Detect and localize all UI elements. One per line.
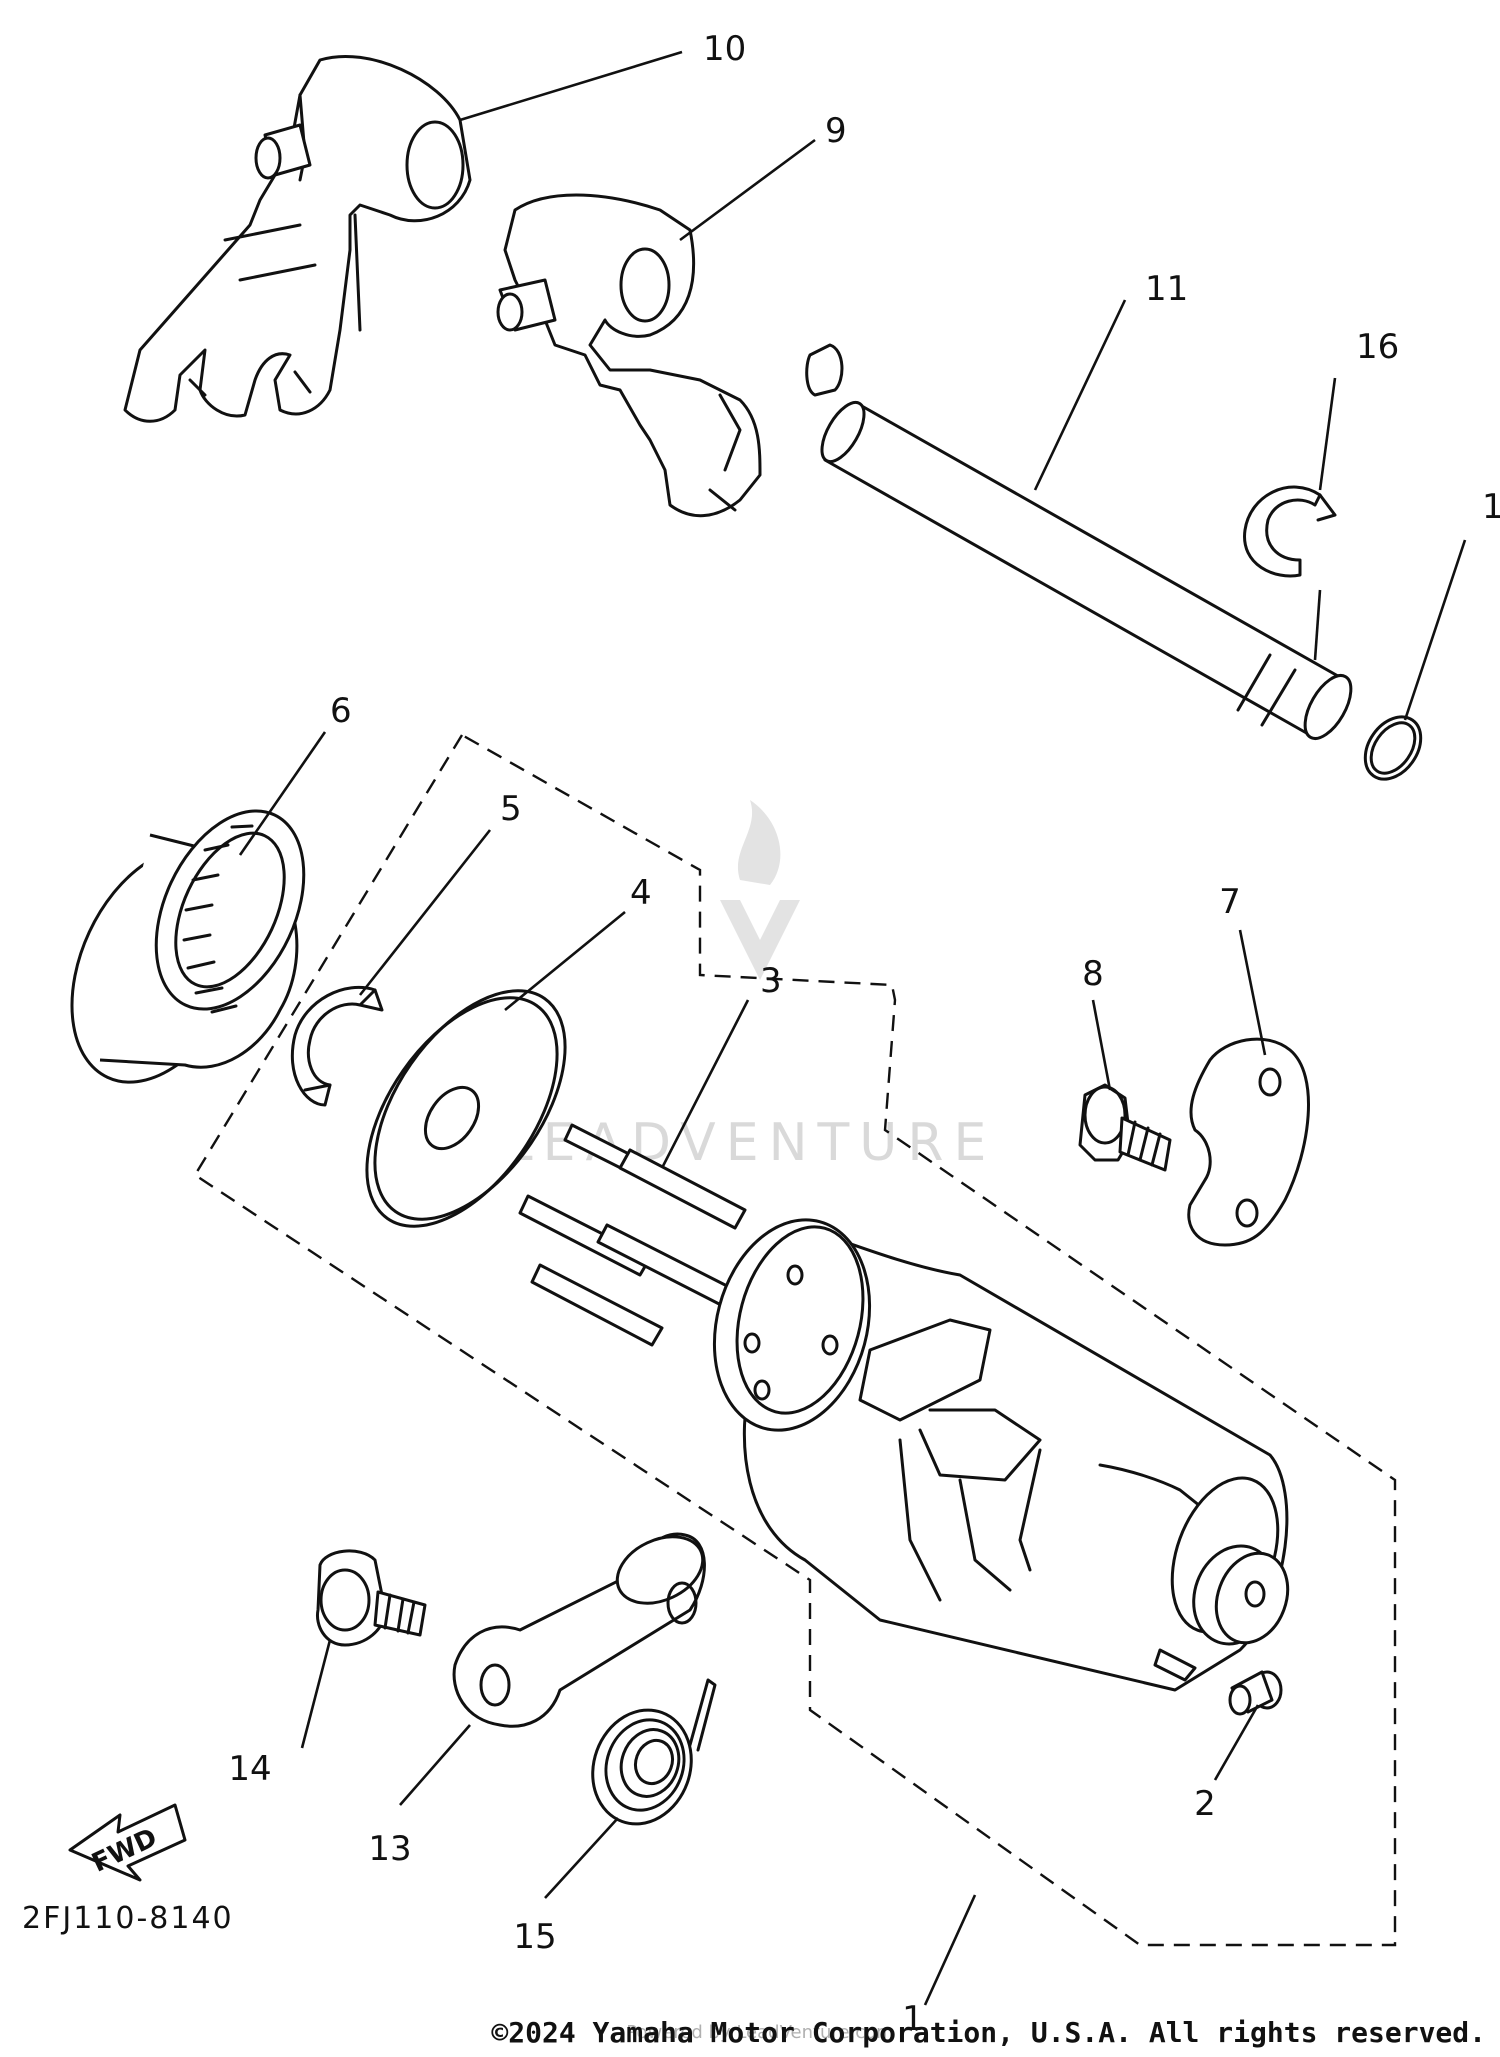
callout-labels: 10 9 11 16 12 6 5 4 3 8 7 2 14 13 15 1 [228, 29, 1500, 2039]
callout-6: 6 [330, 691, 352, 731]
shift-fork-10 [123, 55, 472, 423]
bearing-6 [70, 809, 306, 1084]
circlip-16 [1243, 485, 1337, 578]
pins-3 [518, 1123, 747, 1347]
callout-15: 15 [513, 1917, 556, 1957]
callout-12: 12 [1482, 487, 1500, 527]
callout-2: 2 [1194, 1784, 1216, 1824]
washer-4 [365, 989, 567, 1228]
watermark-powered-by: Powered by LeadVenture.com [626, 2022, 893, 2043]
callout-5: 5 [500, 789, 522, 829]
pin-2 [1228, 1670, 1283, 1716]
lever-13 [452, 1532, 706, 1728]
bolt-14 [315, 1549, 427, 1647]
callout-8: 8 [1082, 954, 1104, 994]
callout-4: 4 [630, 873, 652, 913]
diagram-code: 2FJ110-8140 [22, 1901, 234, 1936]
shift-fork-9 [496, 193, 844, 518]
callout-3: 3 [760, 961, 782, 1001]
callout-16: 16 [1356, 327, 1399, 367]
circlip-5 [290, 985, 384, 1107]
assembly-outline [193, 733, 1397, 1947]
callout-14: 14 [228, 1749, 271, 1789]
spring-15 [591, 1678, 717, 1826]
fwd-arrow-icon: FWD [68, 1803, 187, 1882]
shift-drum-1 [712, 1218, 1290, 1692]
callout-7: 7 [1219, 882, 1241, 922]
copyright-footer: ©2024 Yamaha Motor Corporation, U.S.A. A… [491, 2016, 1486, 2049]
callout-10: 10 [703, 29, 746, 69]
plate-7 [1187, 1037, 1310, 1247]
leadventure-watermark: LEADVENTURE [504, 800, 986, 1173]
callout-1: 1 [902, 1999, 924, 2039]
bolt-8 [1078, 1083, 1172, 1172]
guide-bar-11 [820, 400, 1353, 740]
callout-13: 13 [368, 1829, 411, 1869]
leader-lines [238, 50, 1467, 2006]
callout-11: 11 [1145, 269, 1188, 309]
callout-9: 9 [825, 111, 847, 151]
o-ring-12 [1363, 715, 1423, 781]
